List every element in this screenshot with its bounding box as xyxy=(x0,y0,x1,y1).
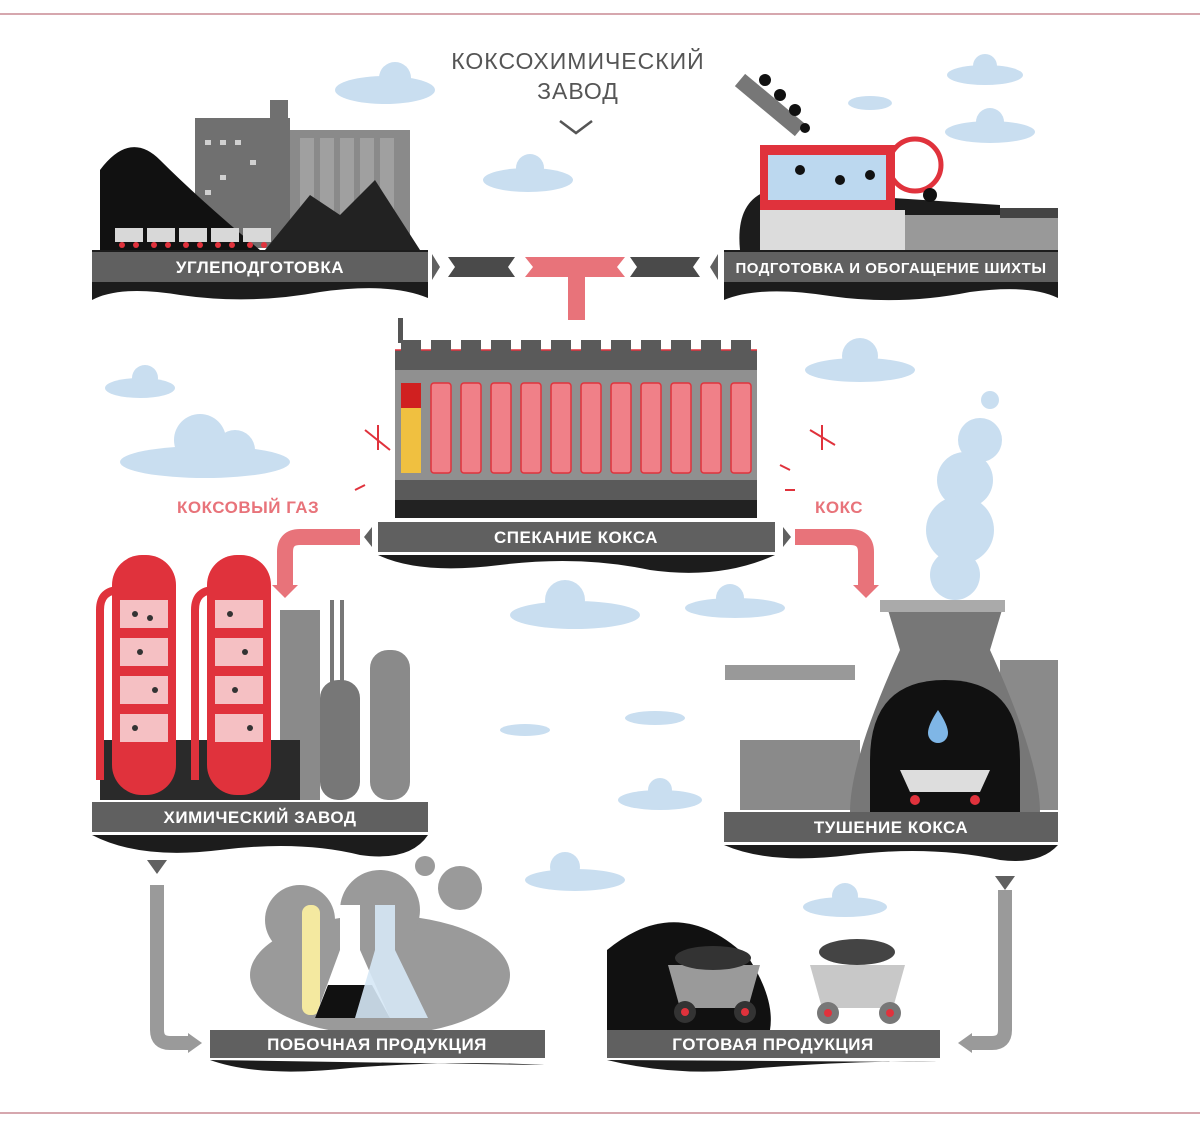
cloud xyxy=(500,724,550,736)
quenching-tower-illustration xyxy=(724,600,1058,861)
coke-arrowhead xyxy=(853,585,879,598)
oven-cap xyxy=(581,340,601,352)
oven-cap xyxy=(431,340,451,352)
cloud xyxy=(335,62,435,104)
charge-prep-label-bar xyxy=(724,252,1058,282)
oven-cap xyxy=(461,340,481,352)
cloud xyxy=(685,584,785,618)
coke-oven-illustration xyxy=(378,318,775,573)
oven-cap xyxy=(551,340,571,352)
cloud xyxy=(483,154,573,192)
chevron-down-icon xyxy=(559,120,593,135)
oven-chamber xyxy=(580,382,602,474)
arrow-right xyxy=(783,527,791,547)
oven-cap xyxy=(611,340,631,352)
oven-chamber xyxy=(430,382,452,474)
chemical-plant-illustration xyxy=(92,555,428,857)
gas-flow-arrow xyxy=(277,529,360,590)
oven-cap xyxy=(521,340,541,352)
cloud xyxy=(525,852,625,891)
oven-chamber xyxy=(460,382,482,474)
coal-prep-label: УГЛЕПОДГОТОВКА xyxy=(176,258,344,277)
chem-plant-label-bar xyxy=(92,802,428,832)
finished-label: ГОТОВАЯ ПРОДУКЦИЯ xyxy=(672,1035,873,1054)
cloud xyxy=(618,778,702,810)
coal-carts xyxy=(115,228,271,242)
finished-label-bar xyxy=(607,1030,940,1058)
coke-flow-arrow xyxy=(795,529,874,590)
byproducts-label: ПОБОЧНАЯ ПРОДУКЦИЯ xyxy=(267,1035,487,1054)
clouds xyxy=(105,54,1035,917)
sparks xyxy=(354,425,836,491)
coal-prep-label-bar xyxy=(92,252,428,282)
oven-chamber xyxy=(730,382,752,474)
coking-label: СПЕКАНИЕ КОКСА xyxy=(494,528,658,547)
oven-chamber xyxy=(640,382,662,474)
oven-cap xyxy=(491,340,511,352)
coke-gas-flow-label: КОКСОВЫЙ ГАЗ xyxy=(177,498,319,517)
coking-label-bar xyxy=(378,522,775,552)
finished-products-illustration xyxy=(607,922,940,1072)
quenching-label: ТУШЕНИЕ КОКСА xyxy=(814,818,968,837)
oven-chamber xyxy=(550,382,572,474)
top-connectors xyxy=(432,254,718,320)
oven-chamber xyxy=(490,382,512,474)
cloud xyxy=(848,96,892,110)
cloud xyxy=(803,883,887,917)
gas-arrowhead xyxy=(272,585,298,598)
oven-chambers xyxy=(401,340,752,474)
cloud xyxy=(120,414,290,478)
oven-chamber xyxy=(670,382,692,474)
oven-cap xyxy=(671,340,691,352)
oven-chamber xyxy=(700,382,722,474)
side-arrows xyxy=(147,860,1015,1053)
cloud xyxy=(510,580,640,629)
chem-plant-label: ХИМИЧЕСКИЙ ЗАВОД xyxy=(164,808,357,827)
coke-flow-label: КОКС xyxy=(815,498,863,517)
cloud xyxy=(947,54,1023,85)
oven-chamber xyxy=(520,382,542,474)
oven-cap xyxy=(701,340,721,352)
diagram-title-line2: ЗАВОД xyxy=(537,78,619,104)
diagram-title-line1: КОКСОХИМИЧЕСКИЙ xyxy=(451,47,704,74)
cloud xyxy=(805,338,915,382)
quenching-label-bar xyxy=(724,812,1058,842)
cloud xyxy=(945,108,1035,143)
oven-cap xyxy=(641,340,661,352)
cloud xyxy=(625,711,685,725)
byproducts-label-bar xyxy=(210,1030,545,1058)
oven-cap xyxy=(731,340,751,352)
oven-cap xyxy=(401,340,421,352)
cloud xyxy=(105,365,175,398)
arrow-left xyxy=(364,527,372,547)
byproducts-illustration xyxy=(210,856,545,1072)
charge-prep-label: ПОДГОТОВКА И ОБОГАЩЕНИЕ ШИХТЫ xyxy=(735,260,1046,277)
steam-cloud xyxy=(926,391,1002,600)
oven-chamber xyxy=(610,382,632,474)
